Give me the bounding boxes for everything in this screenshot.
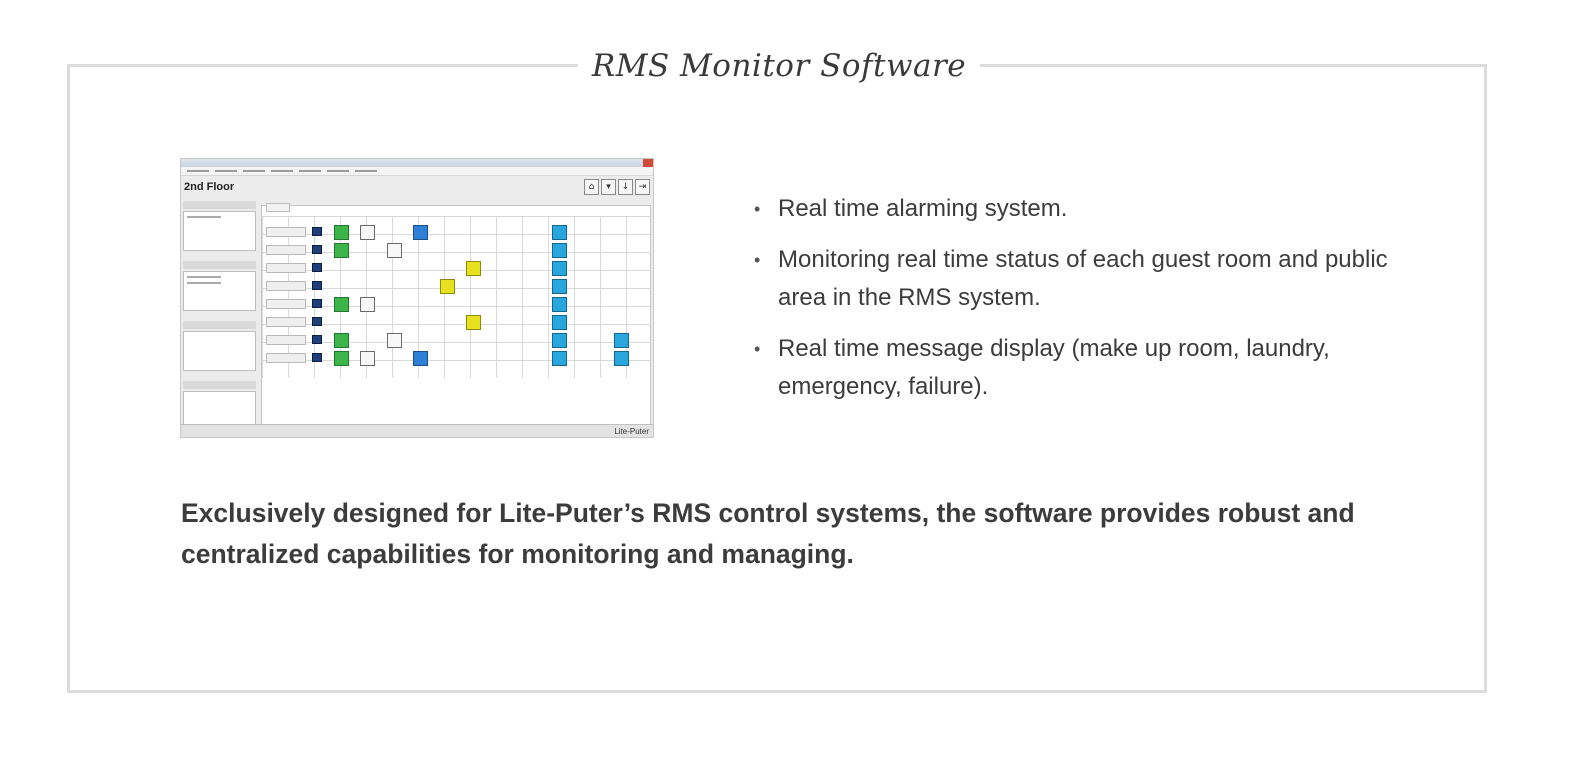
window-titlebar: [181, 159, 653, 167]
floor-label: 2nd Floor: [184, 181, 235, 193]
download-icon: ↓: [618, 179, 633, 195]
bullet-icon: •: [754, 199, 761, 219]
toolbar: ⌂ ▾ ↓ ⇥: [584, 179, 650, 195]
menubar: [181, 167, 653, 176]
bullet-icon: •: [754, 250, 761, 270]
feature-item: •Real time message display (make up room…: [752, 330, 1392, 406]
exit-icon: ⇥: [635, 179, 650, 195]
feature-item: •Monitoring real time status of each gue…: [752, 241, 1392, 317]
feature-item: •Real time alarming system.: [752, 190, 1392, 228]
side-panel: [183, 199, 256, 431]
home-icon: ⌂: [584, 179, 599, 195]
bullet-icon: •: [754, 339, 761, 359]
feature-list: •Real time alarming system. •Monitoring …: [752, 190, 1392, 419]
section-title: RMS Monitor Software: [578, 42, 980, 90]
software-screenshot: 2nd Floor ⌂ ▾ ↓ ⇥: [180, 158, 654, 438]
room-status-grid: [261, 203, 651, 425]
close-icon: [643, 159, 653, 167]
brand-label: Lite-Puter: [614, 427, 649, 436]
product-description: Exclusively designed for Lite-Puter’s RM…: [181, 498, 1355, 569]
status-bar: [181, 424, 653, 437]
filter-icon: ▾: [601, 179, 616, 195]
